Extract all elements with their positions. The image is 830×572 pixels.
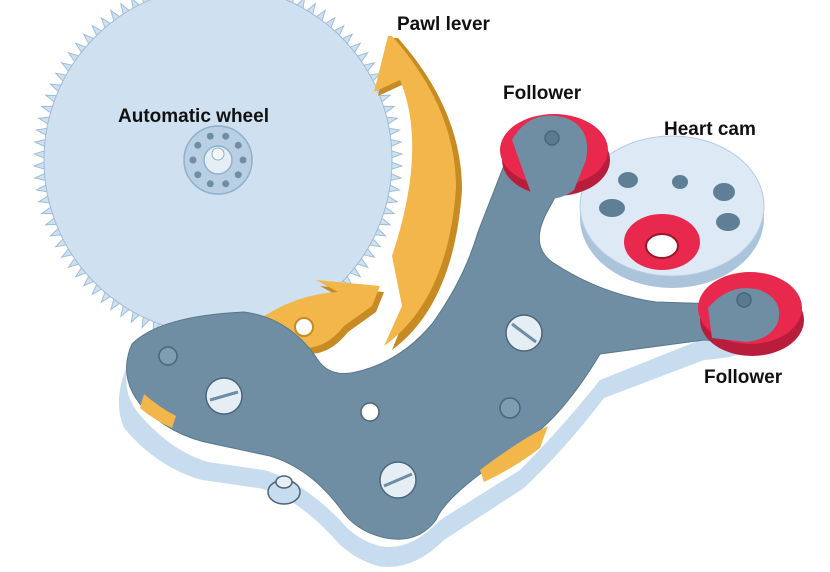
plate-hole <box>360 402 380 422</box>
screw <box>505 314 543 352</box>
plate-screws <box>158 314 543 505</box>
plate-hole <box>499 397 521 419</box>
hub-hole <box>206 180 214 188</box>
heart-cam-holes <box>599 172 740 231</box>
hub-hole <box>222 132 230 140</box>
hub-hole <box>194 141 202 149</box>
bridge-side <box>118 312 777 567</box>
hub-hole <box>189 156 197 164</box>
pawl-lever-pivot-hole <box>294 317 314 337</box>
follower-top <box>500 114 610 199</box>
hub-hole <box>234 141 242 149</box>
stud <box>267 475 301 505</box>
label-follower-top: Follower <box>503 83 582 104</box>
label-heart-cam: Heart cam <box>664 119 756 140</box>
heart-cam <box>579 135 765 288</box>
heart-cam-center-hole <box>645 233 679 259</box>
pawl-lever-body <box>374 36 456 346</box>
screw <box>379 461 417 499</box>
pawl-lever-lower-tip <box>480 426 548 482</box>
plate-hole <box>158 346 178 366</box>
screw <box>205 377 243 415</box>
pawl-lever-left-tip <box>140 394 176 428</box>
wheel-hub-holes <box>189 132 247 188</box>
follower-right <box>698 272 804 356</box>
hub-hole <box>206 132 214 140</box>
hub-hole <box>239 156 247 164</box>
hub-hole <box>194 171 202 179</box>
label-follower-right: Follower <box>704 367 783 388</box>
label-pawl-lever: Pawl lever <box>397 14 490 35</box>
label-automatic-wheel: Automatic wheel <box>118 106 269 127</box>
pawl-lever <box>258 36 462 354</box>
hub-hole <box>222 180 230 188</box>
hub-hole <box>234 171 242 179</box>
wheel-arbor <box>211 147 225 161</box>
